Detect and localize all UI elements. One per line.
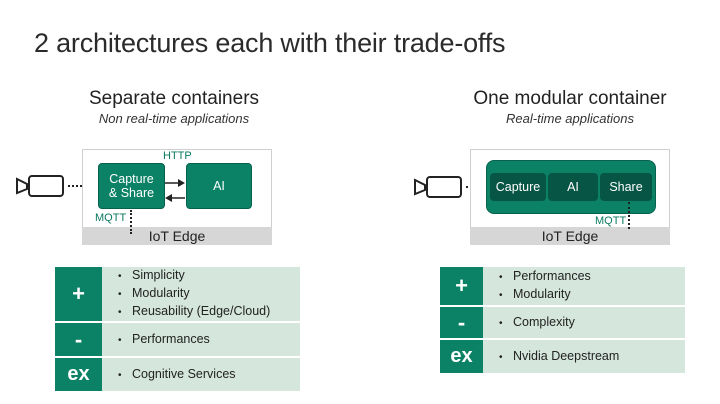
right-mqtt-line [628, 202, 630, 229]
right-row-example: ex Nvidia Deepstream [440, 340, 685, 373]
right-arch-subtitle: Real-time applications [506, 111, 634, 126]
camera-icon [412, 171, 468, 208]
right-row-pros: + Performances Modularity [440, 267, 685, 305]
list-item: Complexity [499, 314, 575, 332]
left-mqtt-label: MQTT [95, 212, 127, 224]
list-item: Nvidia Deepstream [499, 348, 619, 366]
right-mqtt-label: MQTT [595, 215, 627, 227]
list-item: Performances [118, 331, 210, 349]
example-cell: Cognitive Services [102, 358, 300, 391]
list-item: Performances [499, 268, 591, 286]
left-mqtt-line [130, 210, 132, 234]
right-edge-label: IoT Edge [470, 227, 670, 245]
left-ai-box: AI [186, 163, 252, 209]
cons-symbol: - [55, 323, 102, 356]
right-tradeoff-table: + Performances Modularity - Complexity e… [440, 267, 685, 373]
share-box: Share [600, 173, 652, 201]
cons-cell: Performances [102, 323, 300, 356]
left-arch-title: Separate containers [88, 88, 260, 109]
example-symbol: ex [440, 340, 483, 373]
list-item: Reusability (Edge/Cloud) [118, 303, 270, 321]
pros-cell: Simplicity Modularity Reusability (Edge/… [102, 267, 300, 321]
right-ai-box: AI [548, 173, 598, 201]
left-edge-label: IoT Edge [82, 227, 272, 245]
left-arch-subtitle: Non real-time applications [98, 111, 250, 126]
left-row-pros: + Simplicity Modularity Reusability (Edg… [55, 267, 300, 321]
capture-share-box: Capture & Share [98, 163, 165, 209]
right-arch-title: One modular container [473, 88, 667, 109]
arrow-left-icon [164, 190, 186, 208]
cons-symbol: - [440, 307, 483, 338]
arrow-right-icon [164, 175, 186, 193]
list-item: Modularity [499, 286, 591, 304]
pros-cell: Performances Modularity [483, 267, 685, 305]
left-tradeoff-table: + Simplicity Modularity Reusability (Edg… [55, 267, 300, 391]
capture-box: Capture [490, 173, 546, 201]
example-cell: Nvidia Deepstream [483, 340, 685, 373]
list-item: Modularity [118, 285, 270, 303]
example-symbol: ex [55, 358, 102, 391]
slide-title: 2 architectures each with their trade-of… [34, 28, 506, 58]
right-row-cons: - Complexity [440, 307, 685, 338]
camera-icon [14, 170, 70, 207]
cons-cell: Complexity [483, 307, 685, 338]
pros-symbol: + [55, 267, 102, 321]
pros-symbol: + [440, 267, 483, 305]
list-item: Simplicity [118, 267, 270, 285]
list-item: Cognitive Services [118, 366, 236, 384]
http-label: HTTP [163, 150, 192, 162]
left-row-example: ex Cognitive Services [55, 358, 300, 391]
left-row-cons: - Performances [55, 323, 300, 356]
